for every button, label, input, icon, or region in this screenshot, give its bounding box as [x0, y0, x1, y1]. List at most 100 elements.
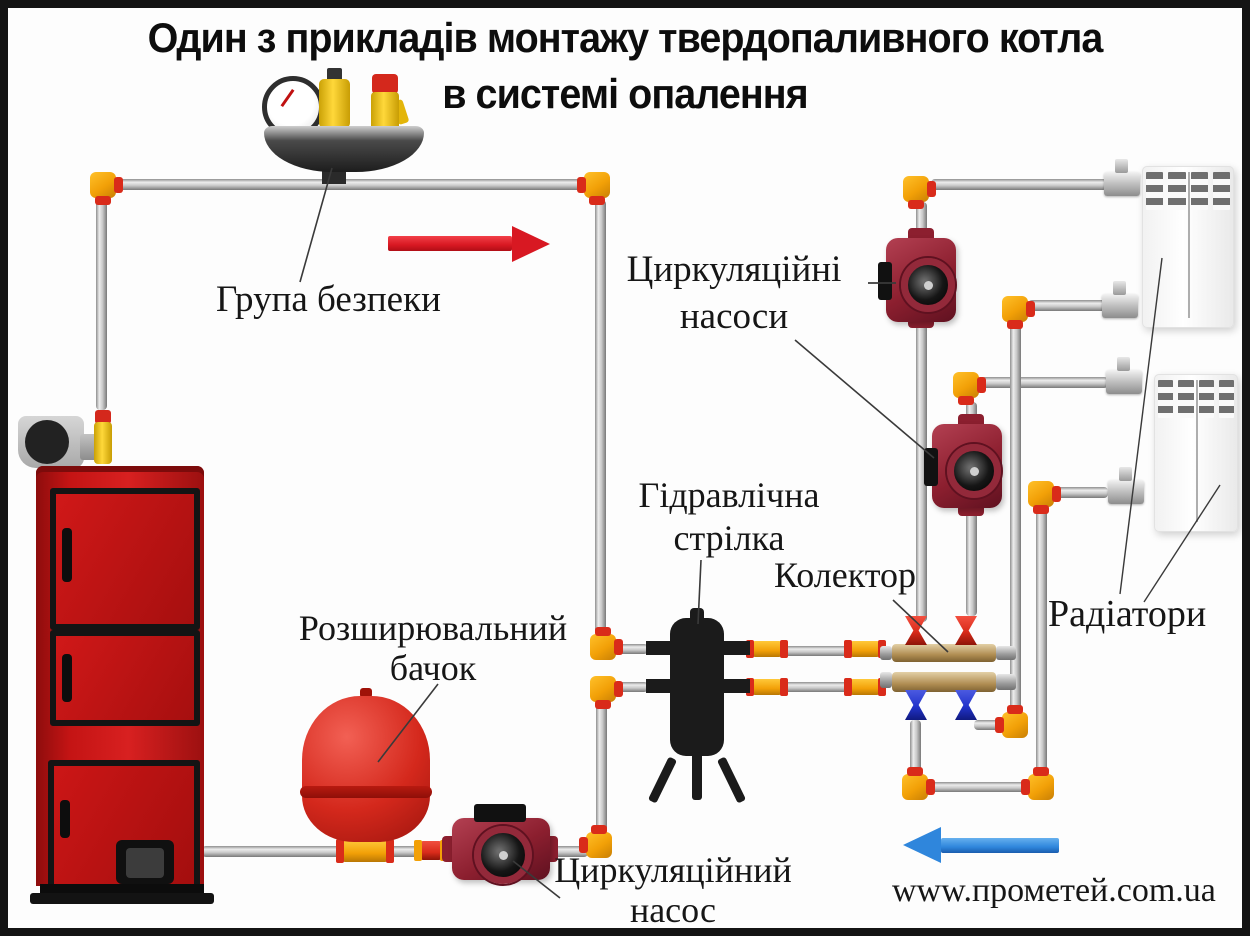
- elbow-top-left: [90, 172, 123, 205]
- collector-cap-right-top: [996, 646, 1016, 660]
- boiler-riser-valve: [94, 422, 112, 464]
- elbow-bottom-left: [579, 825, 612, 858]
- elbow-collector-return-up: [902, 767, 935, 800]
- collector-cap-right-bottom: [996, 674, 1016, 690]
- pump2-motor-face: [947, 444, 1001, 498]
- collector-valve-supply-1: [905, 616, 927, 645]
- radiator1-return-valve: [1102, 281, 1138, 318]
- boiler-ash-lid-inner: [126, 848, 164, 878]
- union-supply-right: [844, 640, 886, 658]
- collector-supply-barrel: [892, 644, 996, 662]
- boiler-door-bottom-handle: [60, 800, 70, 838]
- radiator-2-fins: [1158, 380, 1234, 418]
- website-text: www.прометей.com.ua: [892, 872, 1216, 909]
- separator-leg-right: [716, 756, 747, 804]
- pipe-boiler-riser: [96, 198, 107, 410]
- separator-port-left-bottom: [646, 679, 672, 693]
- pipe-radiator2-return-drop: [1036, 509, 1047, 771]
- elbow-radiator1-return-bottom: [995, 705, 1028, 738]
- radiator2-return-valve: [1108, 467, 1144, 504]
- elbow-separator-return: [590, 676, 623, 709]
- return-flow-arrow-head: [903, 827, 941, 863]
- pump2-junction-box: [924, 448, 938, 486]
- label-collector: Колектор: [774, 555, 916, 595]
- label-hydraulic-separator-line2: стрілка: [673, 518, 785, 558]
- pipe-separator-to-collector-supply: [752, 646, 884, 656]
- pipe-separator-in-top: [618, 644, 648, 654]
- label-circulation-pump: Циркуляційний насос: [548, 850, 798, 930]
- elbow-top-right: [577, 172, 610, 205]
- boiler-base: [30, 893, 214, 904]
- hydraulic-separator-body: [670, 618, 724, 756]
- pipe-bottom-return: [202, 846, 588, 857]
- elbow-radiator1-return: [1002, 296, 1035, 329]
- union-supply-left: [746, 640, 788, 658]
- pipe-up-to-collector: [910, 720, 921, 774]
- boiler-door-middle: [50, 630, 200, 726]
- pipe-radiator1-return-drop: [1010, 324, 1021, 716]
- separator-port-right-bottom: [722, 679, 750, 693]
- label-circulation-pumps-line1: Циркуляційні: [626, 249, 842, 290]
- expansion-tank: [302, 696, 430, 842]
- radiator-1-fins: [1146, 172, 1230, 210]
- safety-group-manifold: [264, 126, 424, 172]
- expansion-tank-ridge: [300, 786, 432, 798]
- air-vent-cap: [327, 68, 342, 81]
- label-circulation-pumps-line2: насоси: [679, 296, 789, 337]
- pipe-radiator1-supply: [931, 179, 1107, 190]
- page-title-line1: Один з прикладів монтажу твердопаливного…: [147, 14, 1104, 61]
- return-flow-arrow-body: [941, 838, 1059, 853]
- pipe-radiator1-return-jog: [974, 720, 1004, 730]
- label-expansion-tank-line2: бачок: [389, 648, 477, 688]
- pipe-radiator2-supply: [981, 377, 1108, 388]
- collector-return-barrel: [892, 672, 996, 692]
- page-title-line2: в системі опалення: [442, 70, 809, 117]
- label-safety-group: Група безпеки: [216, 279, 441, 320]
- label-expansion-tank: Розширювальний бачок: [288, 608, 578, 688]
- label-expansion-tank-line1: Розширювальний: [298, 608, 568, 648]
- pump1-junction-box: [878, 262, 892, 300]
- label-hydraulic-separator-line1: Гідравлічна: [638, 475, 820, 515]
- collector-valve-supply-2: [955, 616, 977, 645]
- separator-port-left-top: [646, 641, 672, 655]
- air-vent-valve: [319, 79, 350, 128]
- leader-pump2: [794, 339, 935, 459]
- supply-flow-arrow-head: [512, 226, 550, 262]
- label-circulation-pump-line2: насос: [629, 890, 717, 930]
- radiator2-supply-valve: [1106, 357, 1142, 394]
- elbow-pump2-top: [953, 372, 986, 405]
- pipe-center-drop: [595, 200, 606, 634]
- pump1-motor-face: [901, 258, 955, 312]
- pipe-radiator2-return-h: [1054, 487, 1108, 498]
- boiler-door-top: [50, 488, 200, 630]
- safety-valve-body: [371, 92, 399, 130]
- elbow-pump1-top: [903, 176, 936, 209]
- label-circulation-pumps: Циркуляційні насоси: [604, 246, 864, 340]
- pipe-separator-to-collector-return: [752, 682, 884, 692]
- collector-joint-left-top: [880, 646, 892, 660]
- pump3-cap: [474, 804, 526, 822]
- radiator1-supply-valve: [1104, 159, 1140, 196]
- elbow-separator-supply: [590, 627, 623, 660]
- pump3-motor-face: [474, 826, 532, 884]
- pipe-separator-out-bottom: [618, 682, 648, 692]
- separator-leg-left: [647, 756, 678, 804]
- elbow-radiator2-return: [1028, 481, 1061, 514]
- supply-flow-arrow-body: [388, 236, 512, 251]
- label-hydraulic-separator: Гідравлічна стрілка: [618, 474, 840, 560]
- elbow-radiator2-return-bottom: [1021, 767, 1054, 800]
- collector-valve-return-1: [905, 690, 927, 720]
- pipe-return-drop: [596, 704, 607, 834]
- union-return-right: [844, 678, 886, 696]
- union-bottom-pipe: [414, 840, 448, 861]
- boiler-door-middle-handle: [62, 654, 72, 702]
- collector-valve-return-2: [955, 690, 977, 720]
- collector-joint-left-bottom: [880, 672, 892, 688]
- label-circulation-pump-line1: Циркуляційний: [554, 850, 792, 890]
- tee-expansion-tank: [336, 839, 394, 863]
- boiler-riser-valve-band: [95, 410, 111, 424]
- separator-port-right-top: [722, 641, 750, 655]
- union-return-left: [746, 678, 788, 696]
- pipe-return2-horizontal: [928, 782, 1028, 792]
